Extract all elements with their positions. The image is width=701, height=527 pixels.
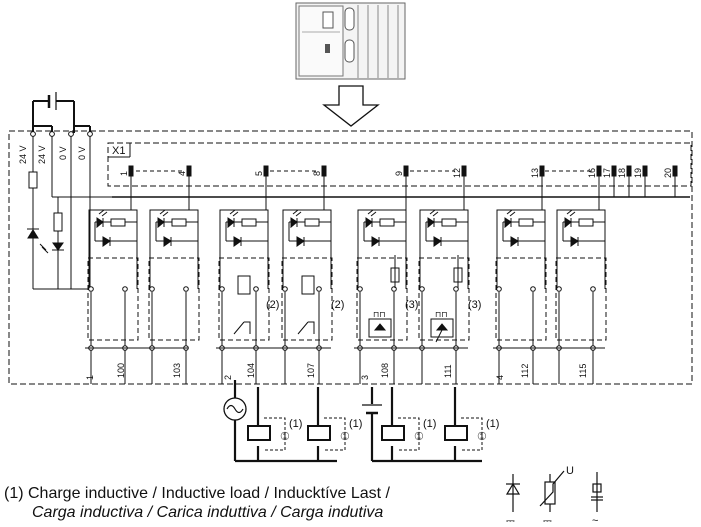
- svg-text:(3): (3): [468, 299, 481, 311]
- svg-text:108: 108: [380, 363, 390, 378]
- output-channel: [148, 209, 200, 384]
- svg-text:(1): (1): [349, 418, 362, 430]
- connector-x1-boundary: [107, 142, 692, 187]
- svg-text:20: 20: [663, 168, 673, 178]
- output-channel: [356, 209, 408, 384]
- output-channel: [495, 209, 547, 384]
- svg-text:1: 1: [85, 375, 95, 380]
- footnote-line1: (1) Charge inductive / Inductive load / …: [4, 485, 390, 502]
- triac-outputs: [368, 255, 463, 343]
- protection-symbols-legend: [505, 470, 603, 512]
- svg-text:16: 16: [587, 168, 597, 178]
- output-channel: [87, 209, 139, 384]
- ac-load-circuit: [233, 380, 337, 463]
- output-channel: [281, 209, 333, 384]
- svg-text:(2): (2): [331, 299, 344, 311]
- relay-contacts: [233, 275, 315, 335]
- top-terminal-labels: 1 4 5 8 9 12 13 16 17 18 19 20: [119, 168, 673, 178]
- current-type-symbols: ⎓ ⎓ ~: [506, 515, 598, 527]
- varistor-label: U: [566, 465, 574, 477]
- svg-text:(1): (1): [486, 418, 499, 430]
- svg-text:①: ①: [477, 431, 487, 443]
- svg-text:111: 111: [443, 364, 453, 378]
- svg-text:1: 1: [119, 171, 129, 176]
- bottom-terminal-labels: 1 100 103 2 104 107 3 108 111 4 112 115: [85, 363, 588, 380]
- connector-label: X1: [112, 145, 125, 157]
- svg-text:⎓: ⎓: [543, 515, 552, 527]
- svg-text:4: 4: [177, 171, 187, 176]
- inductive-loads: [247, 425, 468, 441]
- footnote: (1) Charge inductive / Inductive load / …: [4, 484, 390, 522]
- svg-text:①: ①: [280, 431, 290, 443]
- svg-text:9: 9: [394, 171, 404, 176]
- supply-labels: 24 V 24 V 0 V 0 V: [18, 145, 87, 164]
- svg-text:2: 2: [223, 375, 233, 380]
- svg-text:(1): (1): [289, 418, 302, 430]
- svg-text:3: 3: [360, 375, 370, 380]
- transistor-mark: ⊓⊓: [373, 310, 385, 319]
- svg-text:24 V: 24 V: [18, 145, 28, 164]
- output-channel: [218, 209, 270, 384]
- svg-text:115: 115: [578, 364, 588, 378]
- svg-text:⎓: ⎓: [506, 515, 515, 527]
- svg-text:(2): (2): [266, 299, 279, 311]
- svg-text:103: 103: [172, 363, 182, 378]
- output-channel: [418, 209, 470, 384]
- svg-text:(1): (1): [423, 418, 436, 430]
- protection-markers: ① ① ① ①: [280, 431, 487, 443]
- svg-text:112: 112: [520, 364, 530, 378]
- svg-text:①: ①: [414, 431, 424, 443]
- svg-text:8: 8: [312, 171, 322, 176]
- svg-text:104: 104: [246, 363, 256, 378]
- svg-text:4: 4: [495, 375, 505, 380]
- svg-text:(3): (3): [405, 299, 418, 311]
- svg-text:12: 12: [452, 168, 462, 178]
- dc-load-circuit: [370, 387, 482, 463]
- footnote-line2: Carga inductiva / Carica induttiva / Car…: [32, 504, 384, 521]
- transistor-mark: ⊓⊓: [435, 310, 447, 319]
- svg-text:~: ~: [592, 515, 598, 527]
- svg-text:100: 100: [116, 363, 126, 378]
- svg-text:①: ①: [340, 431, 350, 443]
- supply-battery-symbol: [32, 92, 91, 133]
- plc-module-picture: [295, 2, 406, 80]
- svg-text:13: 13: [530, 168, 540, 178]
- svg-text:107: 107: [306, 363, 316, 378]
- svg-text:0 V: 0 V: [58, 146, 68, 160]
- callout-labels: (2) (2) (3) (3) (1) (1) (1) (1): [266, 299, 499, 430]
- flow-arrow: [322, 85, 380, 127]
- output-channel: [555, 209, 607, 384]
- svg-text:17: 17: [602, 168, 612, 178]
- svg-text:5: 5: [254, 171, 264, 176]
- svg-text:19: 19: [633, 168, 643, 178]
- svg-text:0 V: 0 V: [77, 146, 87, 160]
- svg-text:24 V: 24 V: [37, 145, 47, 164]
- svg-text:18: 18: [617, 168, 627, 178]
